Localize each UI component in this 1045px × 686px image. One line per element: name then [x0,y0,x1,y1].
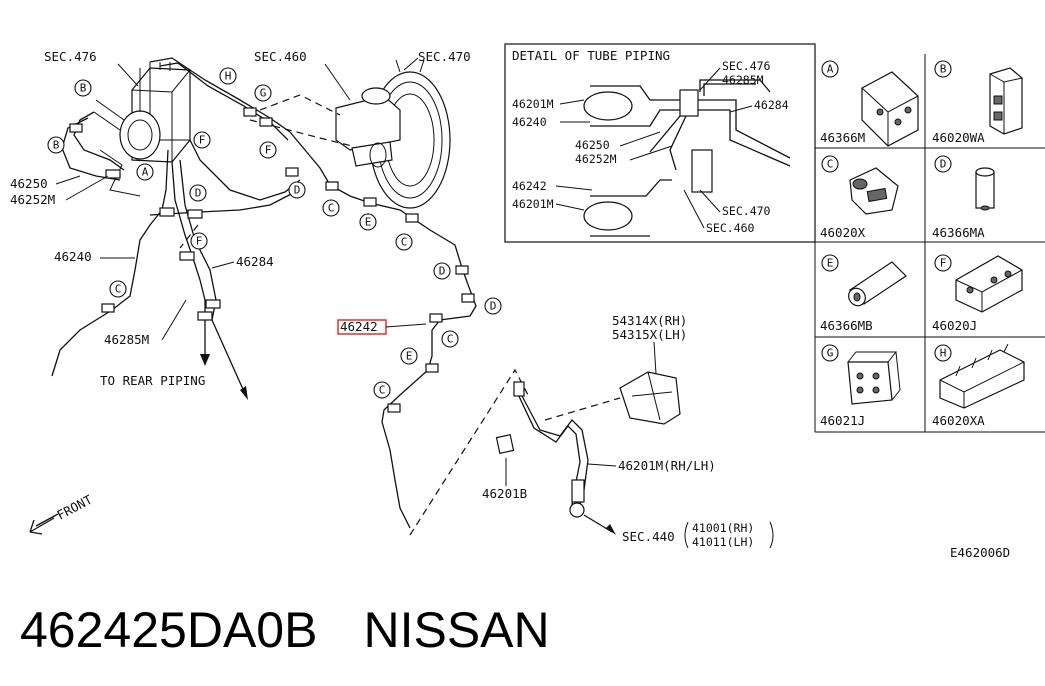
label-46240: 46240 [54,249,92,264]
svg-text:F: F [265,144,272,157]
svg-text:E: E [827,257,834,270]
detail-46284: 46284 [754,98,789,112]
detail-tube-piping: DETAIL OF TUBE PIPING SEC.476 46285M 462… [504,43,816,243]
svg-text:H: H [225,70,232,83]
part-number-46020wa: 46020WA [932,130,985,145]
label-46201m-hose: 46201M(RH/LH) [618,458,716,473]
dashed-leaders [179,94,621,536]
svg-text:B: B [53,139,60,152]
part-number-46020xa: 46020XA [932,413,985,428]
svg-text:D: D [940,158,947,171]
detail-46201m-bottom: 46201M [512,197,554,211]
parts-grid: A 46366M B 46020WA C 46020X D [814,54,1045,433]
part-number-title: 462425DA0B [20,602,318,658]
part-cell-d: D 46366MA [932,155,995,240]
hose-labels: 54314X(RH) 54315X(LH) 46201M(RH/LH) 4620… [482,313,774,549]
svg-text:C: C [447,333,454,346]
part-number-46366m: 46366M [820,130,865,145]
label-46250: 46250 [10,176,48,191]
detail-46201m-top: 46201M [512,97,554,111]
svg-text:H: H [940,347,947,360]
detail-sec470: SEC.470 [722,204,771,218]
svg-text:C: C [328,202,335,215]
brake-hose-assembly [495,371,681,535]
svg-text:F: F [940,257,947,270]
label-54314x: 54314X(RH) [612,313,687,328]
label-46252m: 46252M [10,192,55,207]
part-cell-g: G 46021J [820,344,901,428]
svg-text:F: F [196,235,203,248]
front-direction-indicator: FRONT [29,492,95,535]
label-46242-highlight: 46242 [340,319,378,334]
part-number-46366ma: 46366MA [932,225,985,240]
part-cell-b: B 46020WA [932,60,1023,145]
svg-text:G: G [827,347,834,360]
svg-text:D: D [195,187,202,200]
detail-sec460: SEC.460 [706,221,755,235]
main-labels: SEC.476 SEC.460 SEC.470 46250 46252M 462… [10,49,471,388]
main-callouts: B B A H G F F D D F C C E C D D C E C [47,67,502,399]
label-46201b: 46201B [482,486,527,501]
label-46285m: 46285M [104,332,149,347]
svg-text:C: C [401,236,408,249]
label-54315x: 54315X(LH) [612,327,687,342]
label-sec460: SEC.460 [254,49,307,64]
label-sec470: SEC.470 [418,49,471,64]
label-to-rear-piping: TO REAR PIPING [100,373,205,388]
pipe-clips [69,107,475,413]
part-cell-e: E 46366MB [820,254,907,333]
diagram-code: E462006D [950,545,1010,560]
master-cylinder [335,87,401,168]
part-caption: 462425DA0B NISSAN [20,598,550,662]
svg-text:F: F [199,134,206,147]
detail-sec476: SEC.476 [722,59,771,73]
detail-46285m: 46285M [722,73,764,87]
label-41001: 41001(RH) [692,521,754,535]
part-number-46021j: 46021J [820,413,865,428]
svg-text:C: C [115,283,122,296]
brake-piping-diagram: B B A H G F F D D F C C E C D D C E C SE… [10,43,1045,560]
svg-text:G: G [260,87,267,100]
detail-46242: 46242 [512,179,547,193]
callout-b: B [80,82,87,95]
part-cell-a: A 46366M [820,60,919,147]
svg-text:E: E [365,216,372,229]
part-cell-c: C 46020X [820,155,899,240]
svg-text:C: C [827,158,834,171]
svg-text:D: D [490,300,497,313]
svg-text:C: C [379,384,386,397]
part-cell-h: H 46020XA [932,343,1025,428]
part-number-46020x: 46020X [820,225,866,240]
svg-text:B: B [940,63,947,76]
rear-piping-arrows [200,319,248,400]
label-sec440: SEC.440 [622,529,675,544]
part-number-46366mb: 46366MB [820,318,873,333]
svg-text:A: A [142,166,149,179]
part-number-46020j: 46020J [932,318,977,333]
svg-text:E: E [406,350,413,363]
svg-text:D: D [439,265,446,278]
detail-46252m: 46252M [575,152,617,166]
label-sec476: SEC.476 [44,49,97,64]
part-cell-f: F 46020J [932,254,1023,333]
detail-46240: 46240 [512,115,547,129]
front-label: FRONT [54,492,95,523]
svg-text:A: A [827,63,834,76]
label-41011: 41011(LH) [692,535,754,549]
detail-46250: 46250 [575,138,610,152]
svg-text:D: D [294,184,301,197]
detail-title: DETAIL OF TUBE PIPING [512,48,670,63]
brand-name: NISSAN [363,602,550,658]
label-46284: 46284 [236,254,274,269]
